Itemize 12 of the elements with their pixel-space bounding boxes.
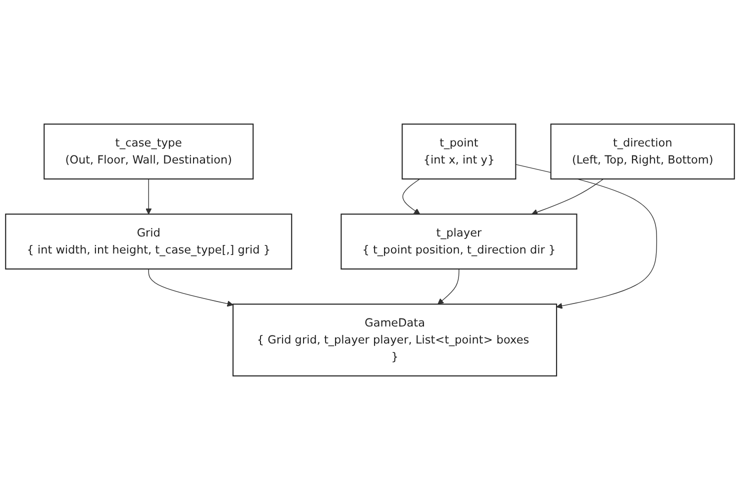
node-box: t_direction (Left, Top, Right, Bottom)	[550, 124, 735, 180]
arrow	[515, 164, 658, 309]
node-box: t_player { t_point position, t_direction dir }	[340, 214, 578, 270]
arrow	[148, 268, 234, 307]
arrow	[532, 178, 604, 216]
node-box: t_point {int x, int y}	[402, 124, 516, 180]
node-box: GameData { Grid grid, t_player player, List<t_point> boxes }	[232, 304, 558, 376]
node-box: Grid { int width, int height, t_case_type[,] grid }	[5, 214, 292, 270]
arrow	[402, 178, 420, 214]
arrow	[438, 268, 460, 304]
node-box: t_case_type (Out, Floor, Wall, Destination)	[44, 124, 254, 180]
arrow	[146, 178, 152, 214]
